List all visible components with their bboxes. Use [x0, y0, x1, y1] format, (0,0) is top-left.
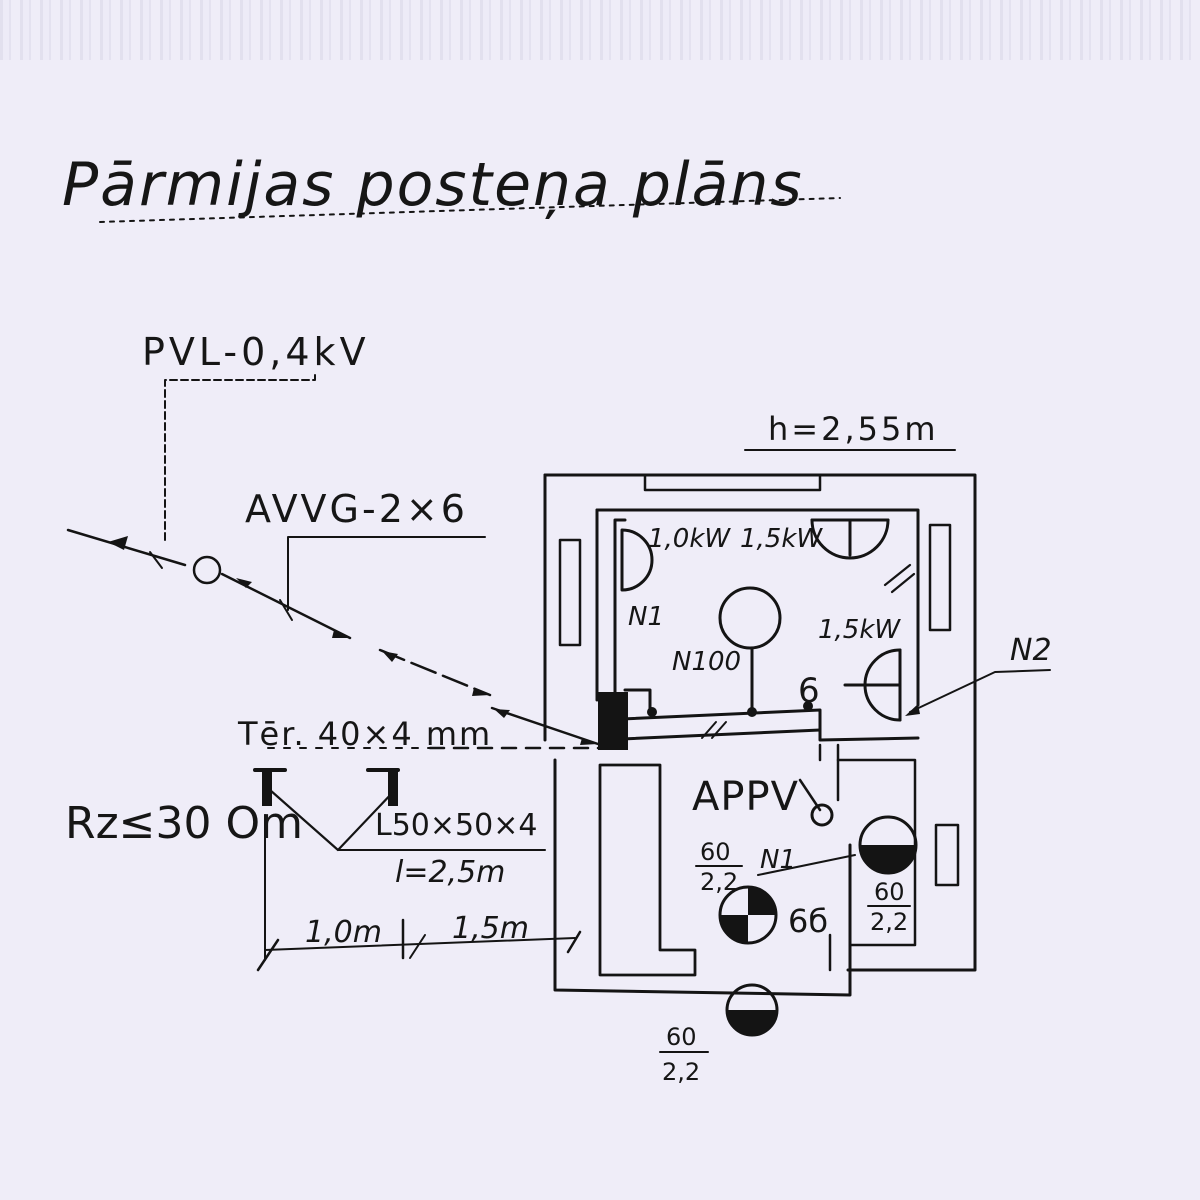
ceiling-lamp	[718, 586, 782, 650]
fixture-right-den: 2,2	[870, 908, 908, 936]
scan-noise-strip	[0, 0, 1200, 60]
label-cable: AVVG-2×6	[245, 487, 468, 531]
heater-symbol-right	[843, 648, 902, 722]
cable-leader	[287, 536, 486, 611]
label-height: h=2,55m	[768, 410, 939, 448]
dimension-lines	[256, 814, 582, 972]
fixture-symbol-bottom	[725, 983, 779, 1037]
cable-route	[66, 528, 600, 746]
building-walls	[543, 473, 977, 997]
label-n1-top: N1	[628, 602, 664, 632]
fixture-bottom-num: 60	[666, 1023, 697, 1051]
label-n2: N2	[1010, 633, 1052, 668]
label-ground-strip: Tēr. 40×4 mm	[237, 715, 492, 753]
fixture-symbol-center	[718, 885, 778, 945]
pvl-leader	[164, 371, 316, 541]
distribution-board	[598, 692, 628, 750]
label-power-3: 1,5kW	[818, 615, 901, 645]
label-angle-rod: L50×50×4	[375, 808, 537, 843]
label-switch-6b: 6б	[788, 902, 828, 940]
label-dim-2: 1,5m	[452, 911, 529, 946]
label-resistance: Rz≤30 Om	[65, 798, 303, 849]
heater-symbol-top	[810, 518, 890, 560]
label-switch-6: 6	[798, 671, 820, 711]
ground-rods	[253, 768, 546, 852]
fixture-bottom-den: 2,2	[662, 1058, 700, 1086]
plan-title: Pārmijas posteņa plāns	[62, 150, 804, 220]
label-lamp: N100	[672, 647, 741, 677]
fixture-left-num: 60	[700, 838, 731, 866]
title-underline	[99, 197, 841, 223]
label-rod-length: l=2,5m	[395, 855, 505, 890]
label-power-1: 1,0kW	[648, 524, 731, 554]
label-dim-1: 1,0m	[305, 915, 382, 950]
label-power-2: 1,5kW	[740, 524, 823, 554]
fixture-symbol-right	[858, 815, 918, 875]
wall-lamp-left	[620, 528, 654, 592]
label-pvl: PVL-0,4kV	[142, 330, 370, 374]
label-panel: APPV	[692, 774, 799, 820]
fixture-right-num: 60	[874, 878, 905, 906]
pole-symbol	[192, 555, 222, 585]
